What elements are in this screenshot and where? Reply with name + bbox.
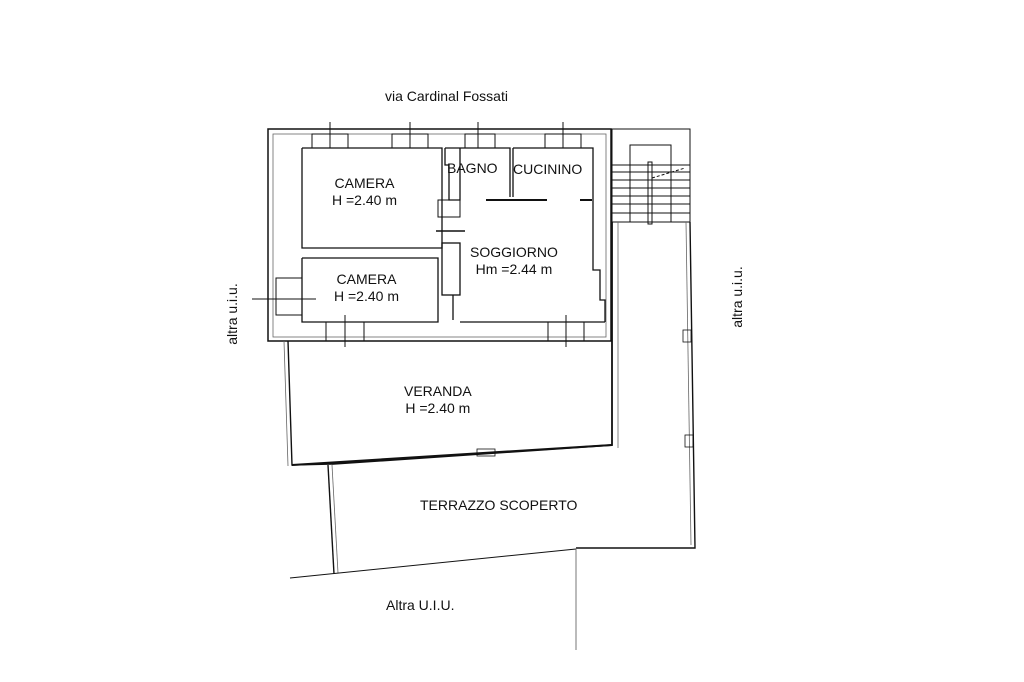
room-name: CAMERA	[334, 175, 395, 191]
room-name: CAMERA	[336, 271, 397, 287]
room-height: H =2.40 m	[332, 192, 397, 208]
room-height: H =2.40 m	[334, 288, 399, 304]
room-label-soggiorno: SOGGIORNO Hm =2.44 m	[470, 244, 558, 278]
terrazzo-walls	[289, 464, 577, 650]
room-label-camera-1: CAMERA H =2.40 m	[332, 175, 397, 209]
room-height: H =2.40 m	[405, 400, 471, 416]
neighbor-bottom-label: Altra U.I.U.	[386, 597, 455, 613]
room-label-terrazzo: TERRAZZO SCOPERTO	[420, 497, 578, 513]
room-name: VERANDA	[404, 383, 472, 399]
room-height: Hm =2.44 m	[475, 261, 553, 277]
veranda-walls	[283, 340, 613, 467]
neighbor-left-label: altra u.i.u.	[224, 283, 240, 345]
room-label-veranda: VERANDA H =2.40 m	[404, 383, 472, 417]
street-label: via Cardinal Fossati	[385, 88, 508, 104]
room-label-bagno: BAGNO	[447, 160, 498, 176]
windows-bottom	[325, 315, 585, 347]
room-label-camera-2: CAMERA H =2.40 m	[334, 271, 399, 305]
staircase	[611, 128, 691, 225]
window-left	[252, 277, 316, 316]
room-walls	[301, 147, 606, 323]
room-label-cucinino: CUCININO	[513, 161, 583, 177]
windows-top	[311, 122, 582, 149]
neighbor-right-label: altra u.i.u.	[729, 266, 745, 328]
room-name: SOGGIORNO	[470, 244, 558, 260]
outer-walls	[267, 128, 612, 342]
